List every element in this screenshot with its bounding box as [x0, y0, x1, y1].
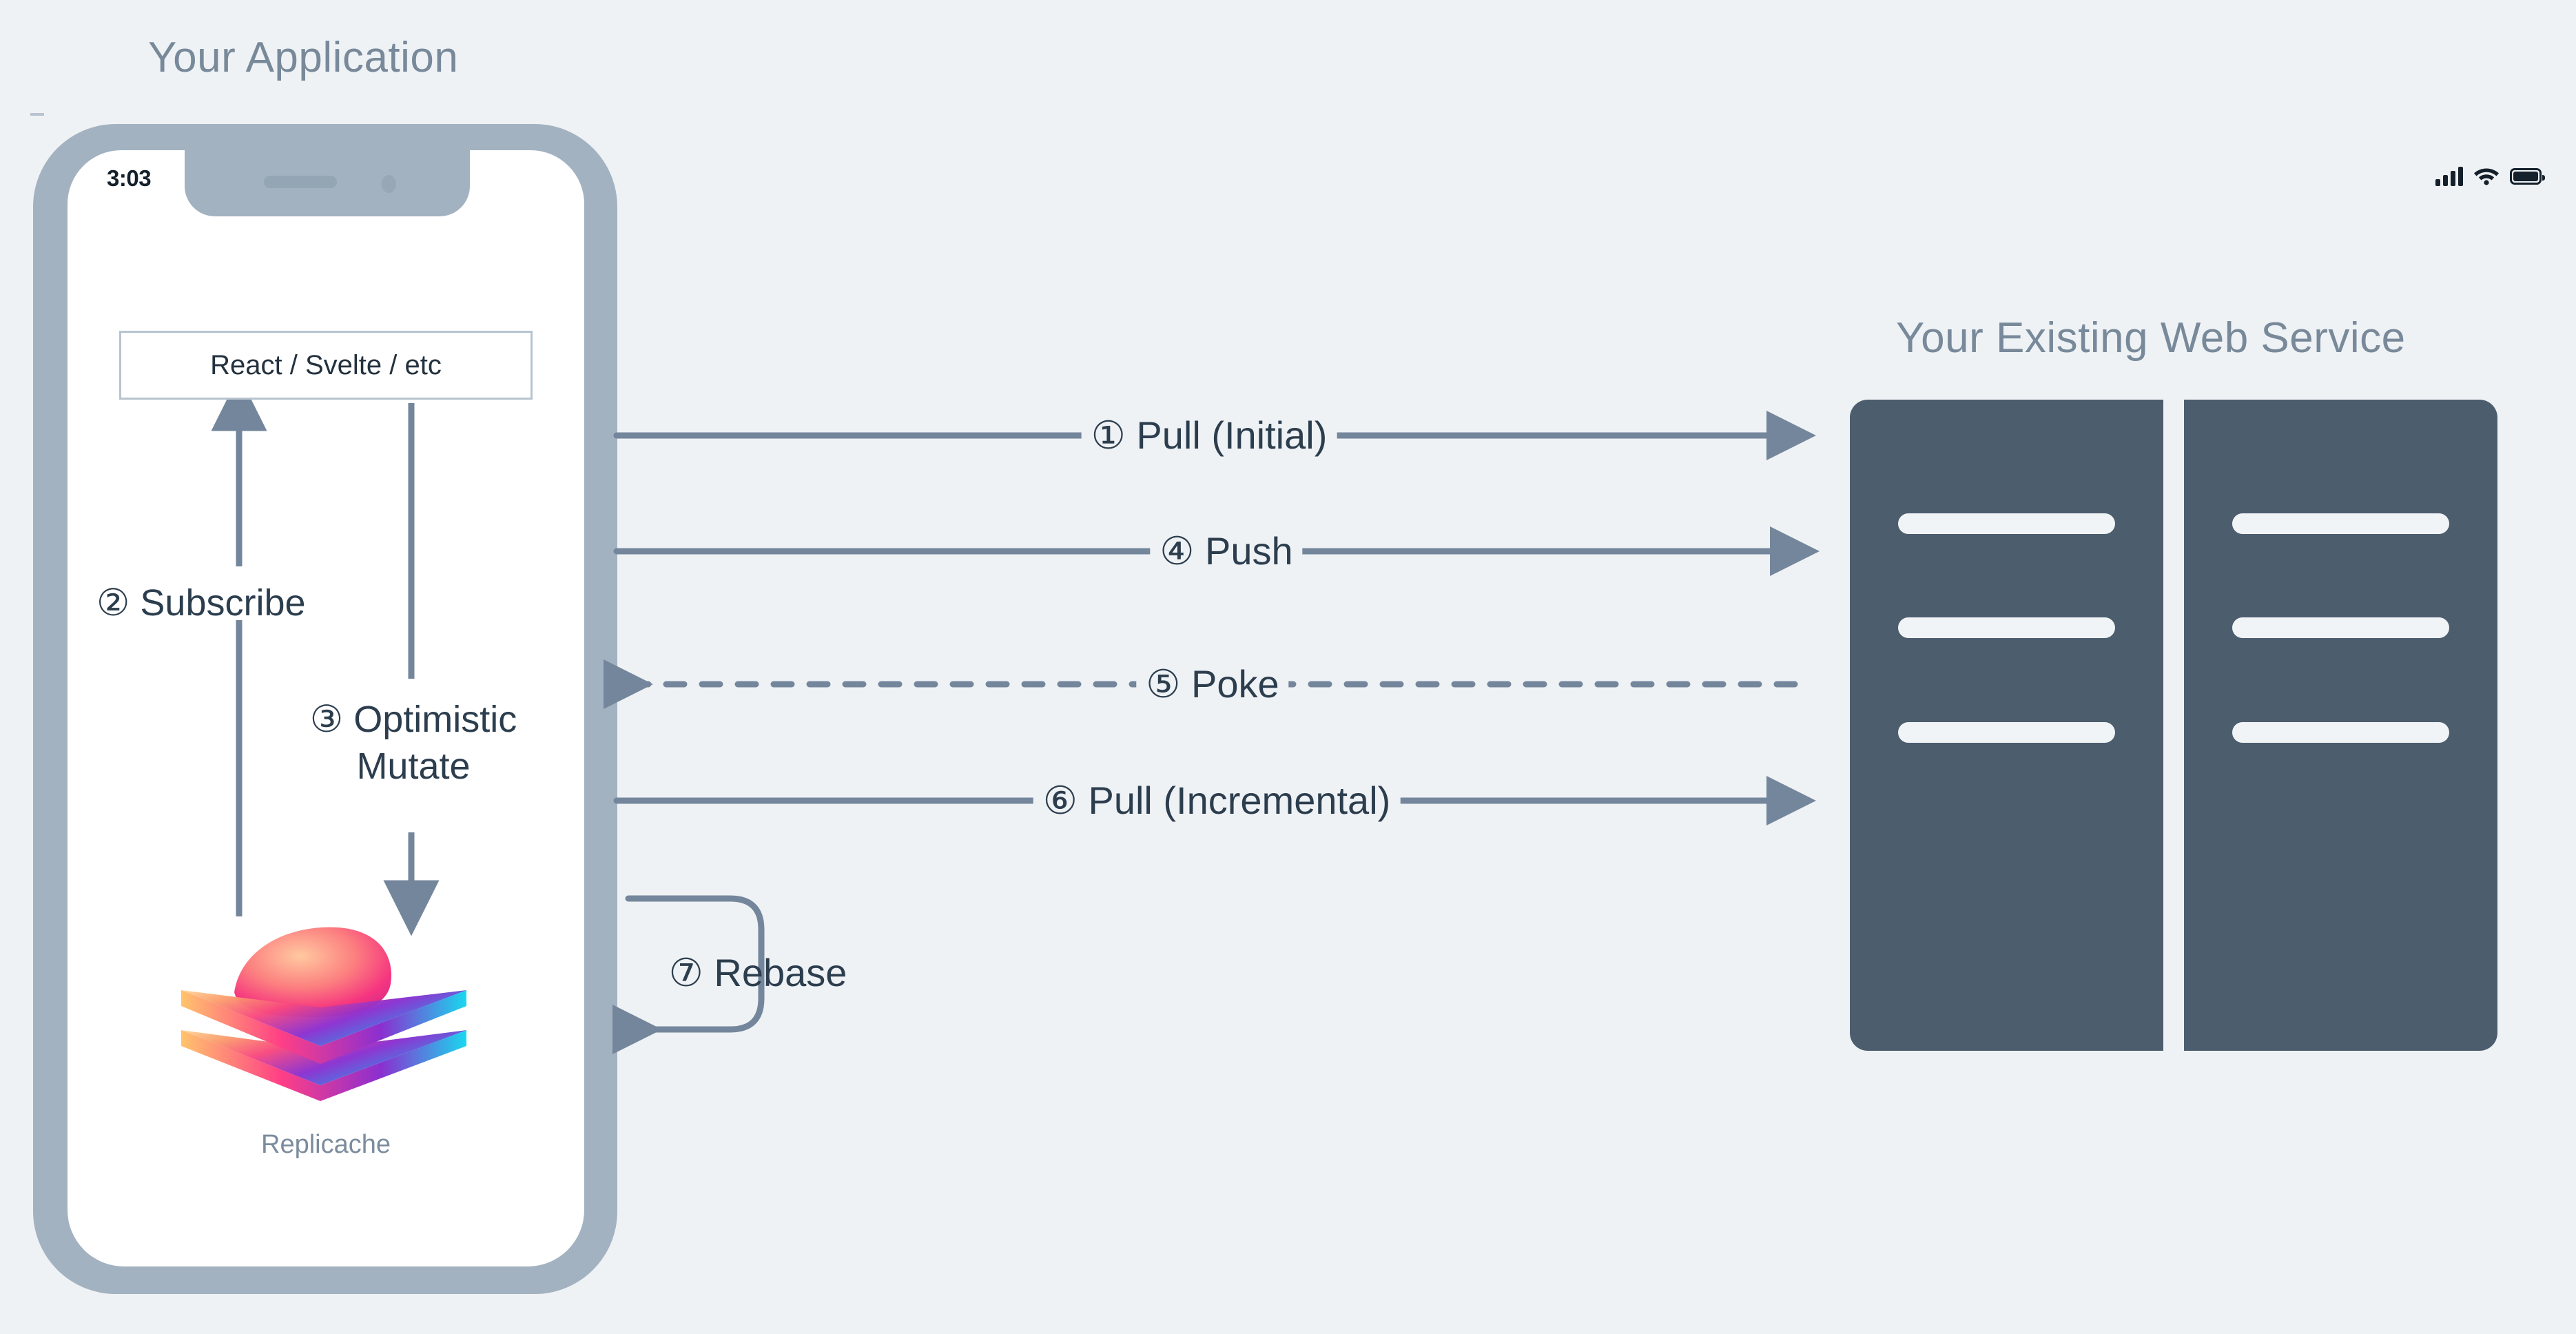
- replicache-logo: [176, 916, 472, 1102]
- flow-label-push: ④ Push: [1150, 529, 1303, 574]
- status-bar-time: 3:03: [107, 165, 152, 191]
- server-bar: [1898, 513, 2115, 534]
- flow-label-pull-initial: ① Pull (Initial): [1081, 413, 1337, 458]
- replicache-caption: Replicache: [261, 1130, 391, 1159]
- server-panel-right: [2184, 400, 2497, 1051]
- web-service-section-title: Your Existing Web Service: [1896, 314, 2406, 362]
- flow-label-poke: ⑤ Poke: [1136, 661, 1289, 707]
- flow-label-pull-incremental: ⑥ Pull (Incremental): [1033, 778, 1401, 823]
- signal-bars-icon: [2435, 167, 2463, 186]
- flow-label-rebase: ⑦ Rebase: [668, 951, 847, 994]
- phone-speaker-icon: [264, 176, 337, 188]
- phone-internal-arrows: [211, 375, 440, 936]
- flow-arrow-rebase: [612, 895, 765, 1054]
- server-bar: [2232, 617, 2449, 638]
- wifi-icon: [2473, 165, 2500, 189]
- label-subscribe: ② Subscribe: [96, 582, 306, 624]
- decorative-dash: [30, 113, 44, 116]
- label-optimistic-mutate: ③ Optimistic Mutate: [309, 699, 517, 788]
- server-bar: [2232, 722, 2449, 743]
- status-bar-icons: [2435, 163, 2545, 190]
- application-section-title: Your Application: [148, 34, 459, 81]
- server-bar: [2232, 513, 2449, 534]
- battery-icon: [2510, 168, 2545, 185]
- server-bar: [1898, 617, 2115, 638]
- phone-camera-icon: [382, 175, 396, 193]
- server-panel-left: [1850, 400, 2163, 1051]
- server-bar: [1898, 722, 2115, 743]
- framework-box: React / Svelte / etc: [119, 331, 533, 400]
